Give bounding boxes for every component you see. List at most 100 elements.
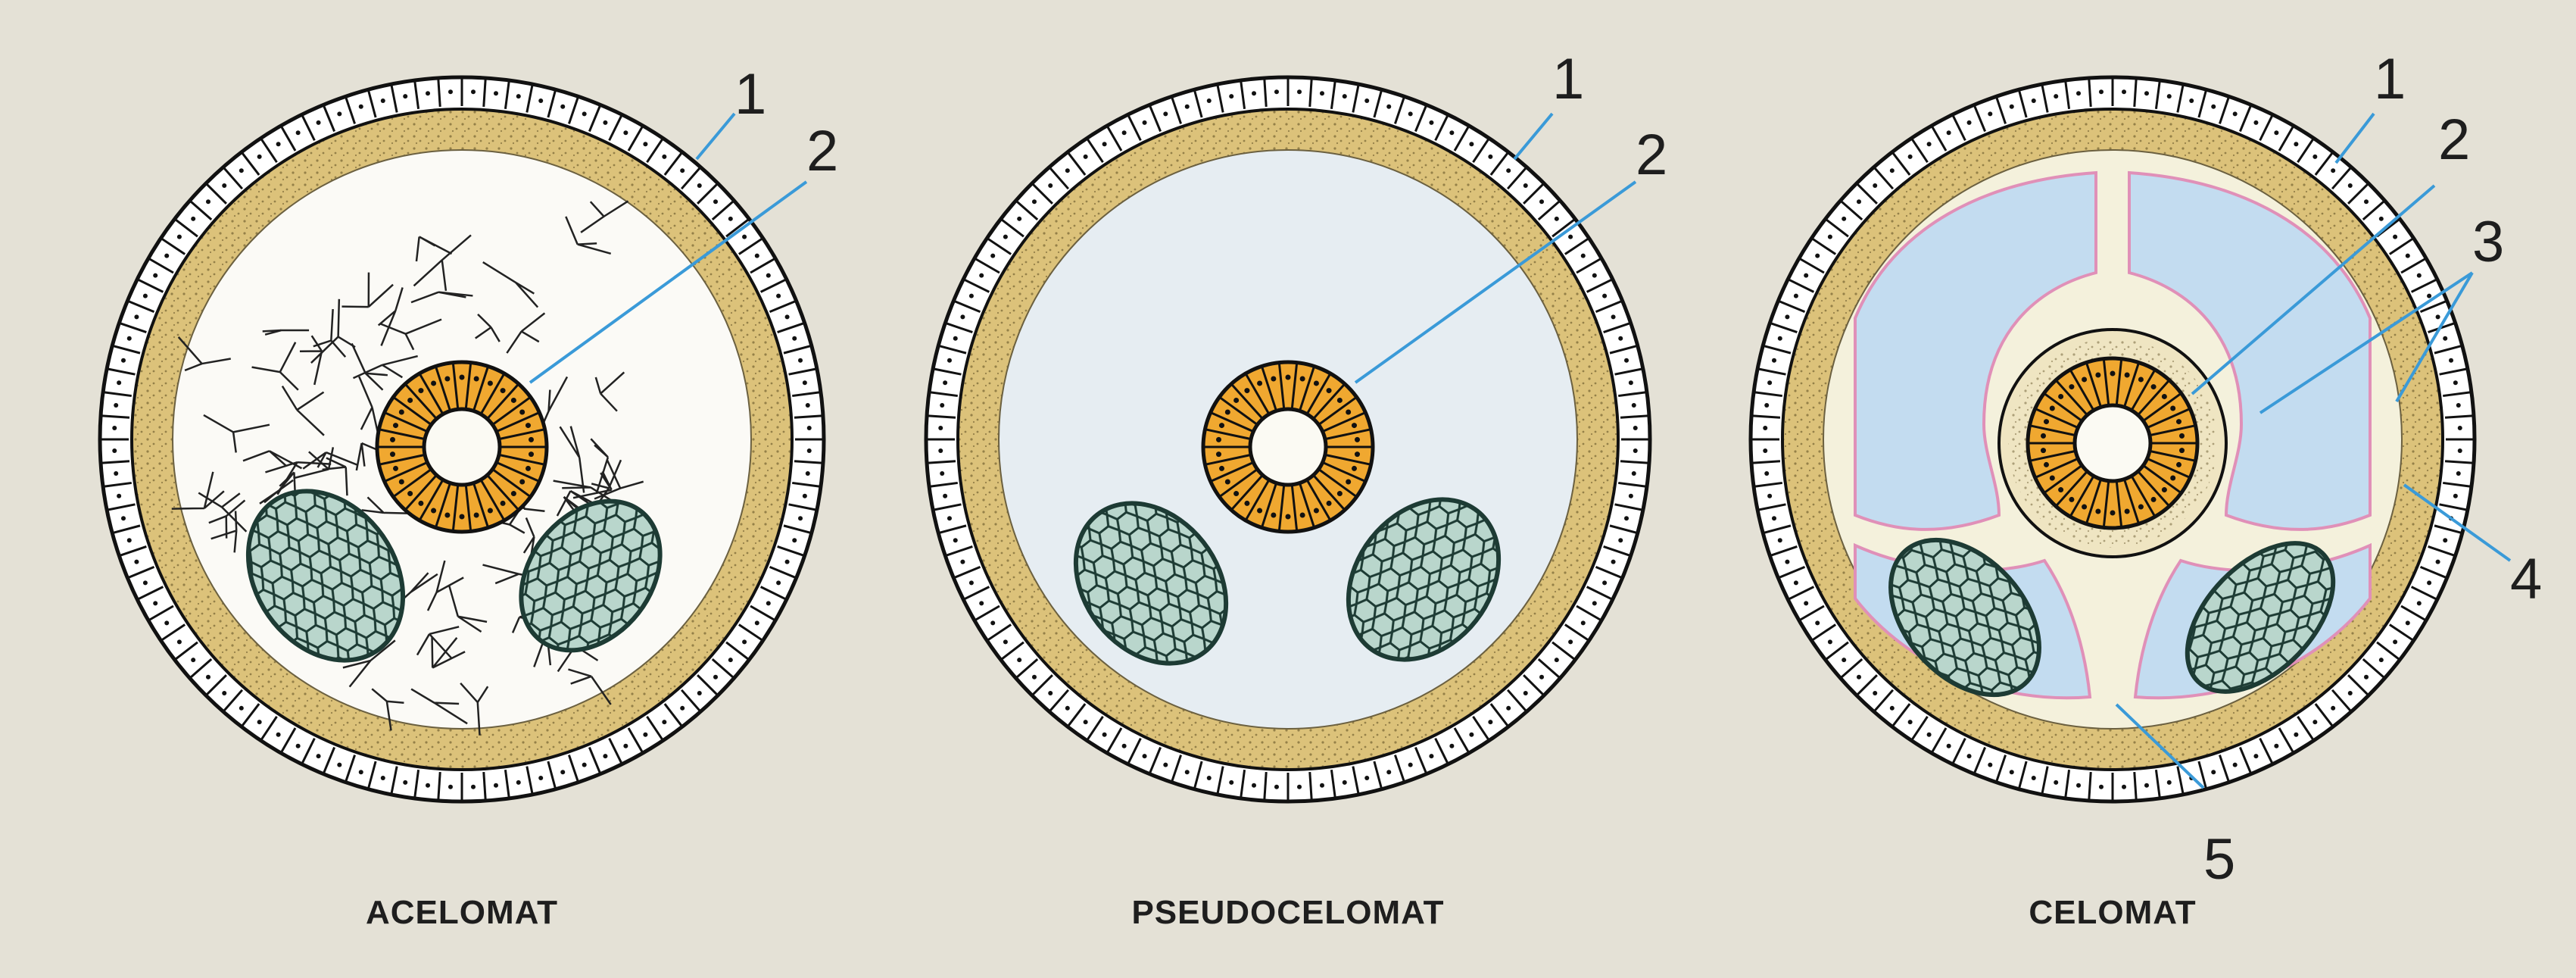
gut-cell-nucleus bbox=[2041, 433, 2047, 439]
cell-nucleus bbox=[1319, 91, 1324, 96]
gut-cell-wall bbox=[2137, 470, 2171, 508]
cell-wall bbox=[279, 125, 297, 152]
cell-nucleus bbox=[1229, 780, 1234, 785]
cell-nucleus bbox=[1003, 639, 1008, 645]
cell-nucleus bbox=[979, 601, 984, 606]
cell-nucleus bbox=[1926, 732, 1932, 737]
cell-nucleus bbox=[2232, 762, 2238, 767]
cell-nucleus bbox=[2211, 770, 2216, 775]
cell-wall bbox=[588, 746, 602, 775]
cell-nucleus bbox=[295, 130, 301, 136]
gut-cell-nucleus bbox=[1233, 491, 1240, 497]
cell-nucleus bbox=[960, 314, 965, 320]
cell-nucleus bbox=[1003, 234, 1008, 239]
cell-nucleus bbox=[943, 380, 948, 386]
cell-wall bbox=[974, 257, 1000, 274]
cell-wall bbox=[1240, 770, 1246, 799]
cell-wall bbox=[1506, 166, 1528, 190]
cell-nucleus bbox=[1592, 601, 1597, 606]
parenchyma-cell bbox=[208, 499, 246, 539]
cell-nucleus bbox=[134, 314, 139, 320]
gonad-left bbox=[1888, 537, 2041, 698]
cell-wall bbox=[944, 321, 973, 333]
cell-wall bbox=[1951, 114, 1966, 142]
cell-wall bbox=[2410, 278, 2438, 293]
gut-cell-wall bbox=[2123, 362, 2141, 408]
gut-cell-wall bbox=[1218, 468, 1258, 498]
cell-nucleus bbox=[1618, 336, 1623, 341]
cell-nucleus bbox=[120, 358, 126, 363]
gut-cell-wall bbox=[2130, 475, 2157, 517]
gut-cell-wall bbox=[1260, 366, 1277, 411]
cell-nucleus bbox=[2416, 601, 2422, 606]
cell-nucleus bbox=[2312, 720, 2318, 725]
cell-wall bbox=[1762, 524, 1792, 535]
gonad-right bbox=[1346, 497, 1502, 662]
parenchyma-cell bbox=[410, 688, 468, 725]
cell-nucleus bbox=[1449, 743, 1455, 748]
gut-cell-nucleus bbox=[390, 452, 396, 458]
gut-cell-nucleus bbox=[510, 491, 516, 497]
gut-lumen bbox=[2072, 403, 2153, 483]
cell-wall bbox=[794, 460, 824, 464]
gut-cell-wall bbox=[2123, 479, 2141, 524]
gut-cell-nucleus bbox=[393, 465, 399, 471]
gut-cell-nucleus bbox=[1354, 452, 1360, 458]
gut-cell-wall bbox=[1305, 479, 1332, 521]
cell-nucleus bbox=[142, 293, 148, 298]
gut-lumen bbox=[1248, 407, 1328, 487]
cell-nucleus bbox=[1163, 762, 1168, 767]
parenchyma-cell bbox=[379, 318, 442, 351]
cell-wall bbox=[1951, 737, 1966, 765]
label-1: 1 bbox=[734, 62, 766, 127]
cell-nucleus bbox=[1206, 98, 1212, 103]
cell-wall bbox=[1352, 83, 1360, 113]
cell-nucleus bbox=[164, 253, 170, 258]
cell-nucleus bbox=[142, 580, 148, 586]
cell-nucleus bbox=[114, 403, 119, 408]
cell-wall bbox=[2133, 771, 2138, 801]
gut-cell-nucleus bbox=[2170, 405, 2176, 411]
cell-nucleus bbox=[2054, 94, 2059, 99]
cell-nucleus bbox=[623, 743, 628, 748]
cell-wall bbox=[1086, 716, 1104, 742]
cell-nucleus bbox=[742, 639, 747, 645]
cell-nucleus bbox=[1889, 168, 1895, 173]
cell-wall bbox=[1614, 503, 1644, 511]
cell-nucleus bbox=[358, 770, 363, 775]
cell-nucleus bbox=[493, 91, 498, 96]
cell-wall bbox=[118, 321, 147, 333]
parenchyma-cell bbox=[281, 385, 325, 436]
gut-cell-wall bbox=[2085, 362, 2102, 408]
cell-wall bbox=[260, 716, 278, 742]
cell-wall bbox=[2197, 89, 2208, 118]
gut-cell-nucleus bbox=[2170, 475, 2176, 481]
gut-cell-nucleus bbox=[1313, 380, 1319, 386]
cell-wall bbox=[2133, 77, 2138, 108]
cell-wall bbox=[646, 716, 664, 742]
gut-cell-wall bbox=[1299, 366, 1316, 411]
gut-cell-wall bbox=[2115, 358, 2123, 406]
parenchyma-cell bbox=[342, 639, 396, 688]
gonad-right bbox=[519, 498, 663, 653]
cell-nucleus bbox=[754, 620, 759, 626]
cell-wall bbox=[783, 524, 812, 535]
parenchyma-cell bbox=[460, 683, 489, 736]
cell-wall bbox=[1434, 737, 1449, 765]
cell-nucleus bbox=[337, 111, 342, 117]
gut-cell-nucleus bbox=[1257, 508, 1263, 514]
cell-wall bbox=[1453, 125, 1470, 152]
cell-wall bbox=[1414, 104, 1428, 133]
cell-wall bbox=[2376, 641, 2401, 661]
cell-nucleus bbox=[2009, 104, 2014, 109]
cell-wall bbox=[504, 770, 510, 799]
cell-nucleus bbox=[403, 780, 408, 785]
cell-wall bbox=[932, 367, 962, 376]
cell-wall bbox=[2238, 104, 2253, 133]
cell-nucleus bbox=[1206, 776, 1212, 781]
cell-wall bbox=[547, 761, 557, 790]
cell-nucleus bbox=[776, 293, 781, 298]
cell-nucleus bbox=[792, 538, 797, 543]
cell-nucleus bbox=[1184, 770, 1190, 775]
caption-celomat: CELOMAT bbox=[2029, 894, 2197, 931]
